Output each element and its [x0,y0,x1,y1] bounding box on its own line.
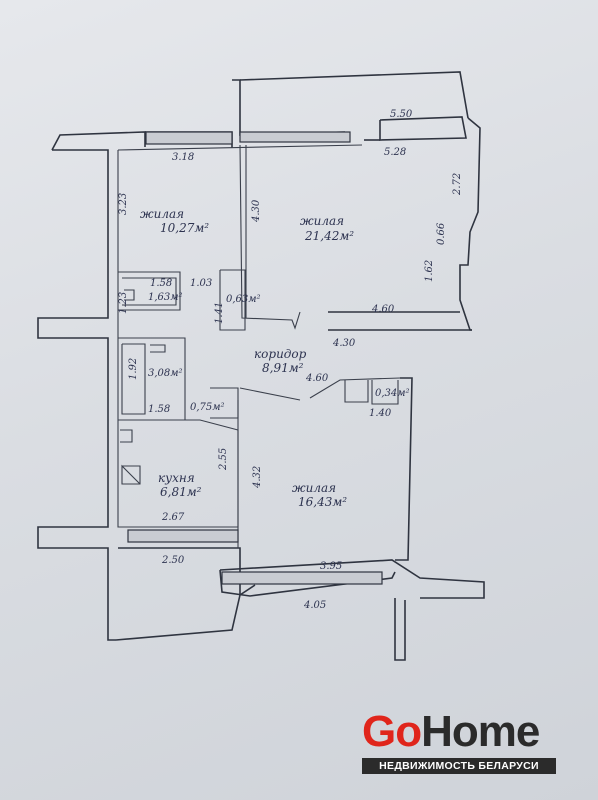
dim-2-67: 2.67 [161,512,185,523]
dim-2-50: 2.50 [161,555,185,566]
dim-3-95: 3.95 [320,561,342,572]
dim-1-58-bottom: 1.58 [148,404,170,415]
closet2-area: 0,75м² [190,402,225,413]
room2-name: жилая [300,214,344,228]
dim-5-28: 5.28 [384,147,406,158]
dim-4-05: 4.05 [303,600,326,611]
window-frames [127,131,383,585]
gohome-logo: GoHome НЕДВИЖИМОСТЬ БЕЛАРУСИ [362,707,558,774]
dim-5-50: 5.50 [390,109,413,120]
dim-0-66: 0.66 [436,222,447,245]
dim-2-55: 2.55 [218,448,229,471]
dim-1-40: 1.40 [369,408,392,419]
dim-4-60-top: 4.60 [371,304,395,315]
room2-area: 21,42м² [304,229,354,243]
inner-walls [117,144,401,548]
bath-area: 3,08м² [148,368,183,379]
dim-2-72: 2.72 [452,173,463,196]
dim-4-30: 4.30 [332,338,356,349]
dim-1-23: 1.23 [118,292,129,314]
logo-go: Go [362,707,422,756]
dim-1-03: 1.03 [190,278,212,289]
logo-home: Home [421,707,540,756]
wc-area: 1,63м² [148,292,183,303]
kitchen-area: 6,81м² [160,485,202,499]
outer-walls [37,71,485,661]
room1-area: 10,27м² [160,221,209,235]
closet3-area: 0,34м² [375,388,410,399]
dim-1-58-top: 1.58 [150,278,172,289]
kitchen-name: кухня [158,471,195,485]
dim-3-23: 3.23 [118,193,129,215]
dim-4-60-corridor: 4.60 [305,373,329,384]
closet1-area: 0,63м² [226,294,261,305]
dim-4-32: 4.32 [252,466,263,489]
dim-1-62: 1.62 [424,260,435,282]
room3-name: жилая [292,481,336,495]
dim-1-92: 1.92 [128,358,139,380]
dim-1-41: 1.41 [214,302,225,324]
logo-tagline: НЕДВИЖИМОСТЬ БЕЛАРУСИ [362,758,556,774]
dim-3-18: 3.18 [172,152,194,163]
corridor-area: 8,91м² [262,361,304,375]
room1-name: жилая [140,207,184,221]
dim-4-30-vert: 4.30 [251,199,262,223]
room3-area: 16,43м² [298,495,347,509]
corridor-name: коридор [254,347,307,361]
